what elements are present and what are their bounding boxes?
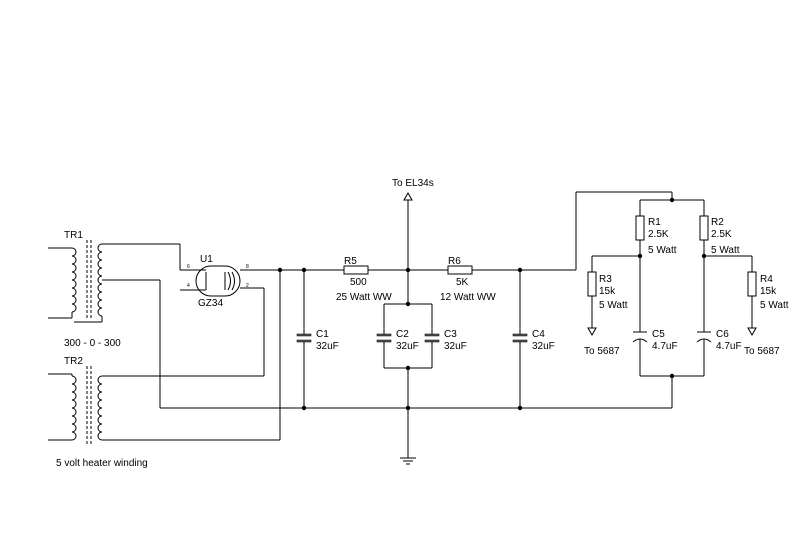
r1-ref-label: R1 bbox=[648, 217, 661, 228]
transformer-tr1: TR1 300 - 0 - 300 bbox=[48, 230, 180, 349]
r4-ref-label: R4 bbox=[760, 274, 773, 285]
capacitor-c1: C1 32uF bbox=[296, 270, 339, 408]
r5-rating-label: 25 Watt WW bbox=[336, 292, 392, 303]
c1-value-label: 32uF bbox=[316, 341, 339, 352]
u1-pin-8: 8 bbox=[246, 264, 249, 270]
left-5687-output-label: To 5687 bbox=[584, 346, 620, 357]
r5-value-label: 500 bbox=[350, 277, 367, 288]
tr2-ref-label: TR2 bbox=[64, 356, 83, 367]
r2-value-label: 2.5K bbox=[711, 229, 732, 240]
r4-rating-label: 5 Watt bbox=[760, 300, 789, 311]
capacitor-c4: C4 32uF bbox=[512, 270, 555, 408]
resistor-r2: R2 2.5K 5 Watt bbox=[699, 200, 740, 256]
u1-ref-label: U1 bbox=[200, 254, 213, 265]
resistor-r5: R5 500 25 Watt WW bbox=[336, 256, 392, 303]
c5-value-label: 4.7uF bbox=[652, 341, 678, 352]
c6-ref-label: C6 bbox=[716, 329, 729, 340]
r6-ref-label: R6 bbox=[448, 256, 461, 267]
c5-ref-label: C5 bbox=[652, 329, 665, 340]
c2-ref-label: C2 bbox=[396, 329, 409, 340]
u1-pin-2: 2 bbox=[246, 283, 249, 289]
r1-value-label: 2.5K bbox=[648, 229, 669, 240]
resistor-r1: R1 2.5K 5 Watt bbox=[635, 200, 677, 256]
r6-rating-label: 12 Watt WW bbox=[440, 292, 496, 303]
c4-value-label: 32uF bbox=[532, 341, 555, 352]
r2-ref-label: R2 bbox=[711, 217, 724, 228]
c2-value-label: 32uF bbox=[396, 341, 419, 352]
c1-ref-label: C1 bbox=[316, 329, 329, 340]
resistor-r4: R4 15k 5 Watt bbox=[747, 256, 789, 337]
tr2-rating-label: 5 volt heater winding bbox=[56, 458, 148, 469]
resistor-r6: R6 5K 12 Watt WW bbox=[440, 256, 496, 303]
tr1-ref-label: TR1 bbox=[64, 230, 83, 241]
r3-ref-label: R3 bbox=[599, 274, 612, 285]
r5-ref-label: R5 bbox=[344, 256, 357, 267]
u1-pin-4: 4 bbox=[187, 283, 190, 289]
c4-ref-label: C4 bbox=[532, 329, 545, 340]
r3-value-label: 15k bbox=[599, 286, 616, 297]
u1-type-label: GZ34 bbox=[198, 298, 223, 309]
transformer-tr2: TR2 5 volt heater winding bbox=[48, 356, 280, 469]
rectifier-tube-u1: U1 6 4 8 2 GZ34 bbox=[179, 244, 408, 376]
resistor-r3: R3 15k 5 Watt bbox=[587, 256, 628, 337]
capacitor-c6: C6 4.7uF bbox=[696, 256, 742, 376]
u1-pin-6: 6 bbox=[187, 264, 190, 270]
r2-rating-label: 5 Watt bbox=[711, 245, 740, 256]
c6-value-label: 4.7uF bbox=[716, 341, 742, 352]
output-to-el34s: To EL34s bbox=[392, 178, 434, 270]
ground-symbol bbox=[400, 457, 416, 465]
el34-output-label: To EL34s bbox=[392, 178, 434, 189]
r4-value-label: 15k bbox=[760, 286, 777, 297]
capacitor-c5: C5 4.7uF bbox=[632, 256, 678, 376]
c3-ref-label: C3 bbox=[444, 329, 457, 340]
r6-value-label: 5K bbox=[456, 277, 469, 288]
capacitor-c2: C2 32uF bbox=[376, 304, 419, 368]
capacitor-c3: C3 32uF bbox=[424, 304, 467, 368]
tr1-rating-label: 300 - 0 - 300 bbox=[64, 338, 121, 349]
r3-rating-label: 5 Watt bbox=[599, 300, 628, 311]
r1-rating-label: 5 Watt bbox=[648, 245, 677, 256]
c3-value-label: 32uF bbox=[444, 341, 467, 352]
right-5687-output-label: To 5687 bbox=[744, 346, 780, 357]
